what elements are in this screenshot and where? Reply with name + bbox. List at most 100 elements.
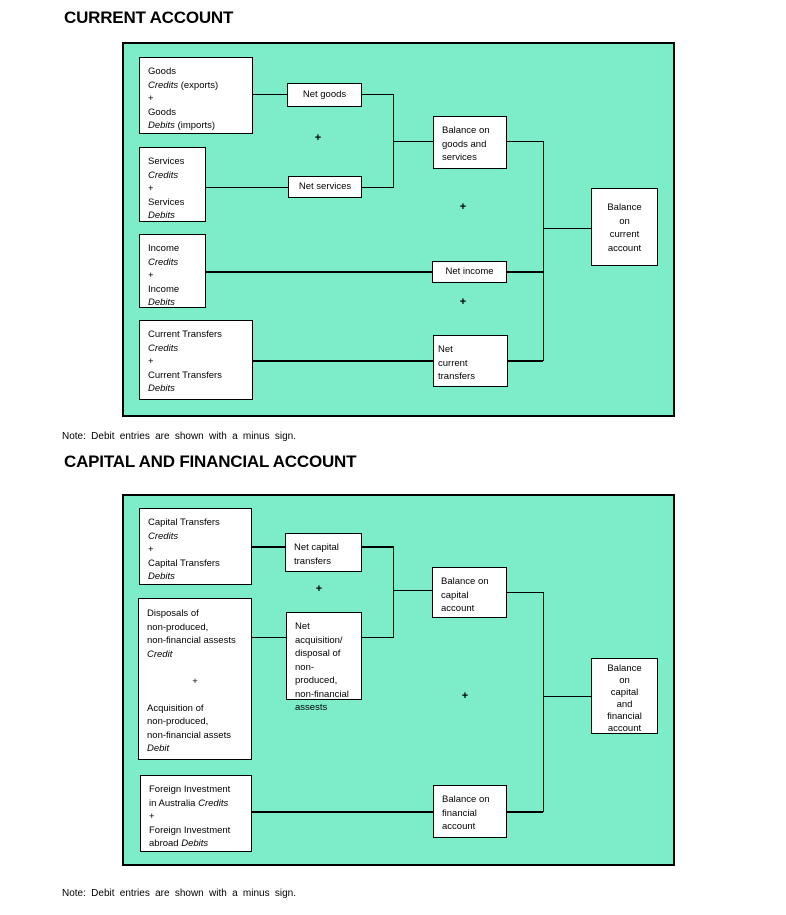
capital-transfers-source-box: Capital Transfers Credits + Capital Tran… — [139, 508, 252, 585]
connector-balance-fin-to-vertical — [507, 811, 543, 813]
net-goods-label: Net goods — [302, 89, 347, 101]
debits-label: Debits — [148, 120, 175, 131]
foreign-investment-source-box: Foreign Investment in Australia Credits … — [140, 775, 252, 852]
non-produced-label: non-produced, — [147, 716, 209, 727]
plus-sign: + — [314, 132, 322, 144]
box-line: non-produced, — [147, 715, 243, 729]
box-line: abroad Debits — [149, 837, 243, 851]
plus-sign: + — [459, 201, 467, 213]
credits-label: Credits — [148, 530, 179, 542]
income-label: Income — [148, 243, 180, 254]
net-income-label: Net income — [445, 266, 494, 278]
box-line: Debits — [148, 570, 243, 584]
net-services-label: Net services — [298, 181, 352, 193]
services-label: Services — [148, 156, 185, 167]
box-line: Capital Transfers — [148, 557, 243, 571]
box-line: in Australia Credits — [149, 797, 243, 811]
box-line: + — [148, 92, 244, 106]
balance-goods-services-box: Balance on goods and services — [433, 116, 507, 169]
box-line: Services — [148, 196, 197, 210]
plus-sign: + — [315, 583, 323, 595]
box-line: Foreign Investment — [149, 783, 243, 797]
box-line: Goods — [148, 106, 244, 120]
debits-label: Debits — [181, 838, 209, 849]
box-line: Credits — [148, 256, 197, 270]
goods-label: Goods — [148, 66, 176, 77]
debits-label: Debits — [148, 383, 175, 394]
credits-label: Credits — [148, 342, 179, 354]
connector-balance-gs-to-vertical — [507, 140, 543, 142]
box-line: + — [147, 675, 243, 689]
connector-balance-cap-to-vertical — [507, 591, 543, 593]
net-goods-box: Net goods — [287, 83, 362, 107]
current-account-note: Note: Debit entries are shown with a min… — [62, 431, 296, 442]
plus-label: + — [148, 270, 154, 281]
credit-label: Credit — [147, 648, 173, 660]
box-line: non-financial assets — [147, 729, 243, 743]
connector-capital-vertical — [392, 546, 394, 638]
box-line: Debits — [148, 209, 197, 223]
box-line: Debits (imports) — [148, 119, 244, 133]
connector-goods-to-netgoods — [253, 93, 287, 95]
goods-label: Goods — [148, 106, 176, 118]
disposals-label: Disposals of — [147, 608, 199, 619]
box-line: Foreign Investment — [149, 824, 243, 838]
current-account-title: CURRENT ACCOUNT — [64, 8, 234, 27]
box-line: Goods — [148, 65, 244, 79]
plus-label: + — [192, 675, 198, 687]
debit-label: Debit — [147, 743, 170, 754]
balance-capital-account-box: Balance on capital account — [432, 567, 507, 618]
box-line: + — [148, 355, 244, 369]
box-line: Credit — [147, 648, 243, 662]
connector-netcap-to-junction — [362, 546, 393, 548]
plus-label: + — [149, 811, 155, 822]
balance-financial-account-box: Balance on financial account — [433, 785, 507, 838]
box-line: non-produced, — [147, 621, 243, 635]
capital-financial-account-title: CAPITAL AND FINANCIAL ACCOUNT — [64, 452, 357, 471]
non-financial-assets-label: non-financial assests — [147, 635, 236, 646]
net-income-box: Net income — [432, 261, 507, 283]
box-line: + — [148, 543, 243, 557]
box-line: Income — [148, 242, 197, 256]
net-acquisition-disposal-box: Net acquisition/ disposal of non-produce… — [286, 612, 362, 713]
box-line: Current Transfers — [148, 369, 244, 383]
blank-line — [147, 661, 243, 675]
box-line: + — [148, 182, 197, 196]
debits-label: Debits — [148, 571, 175, 582]
box-line: Current Transfers — [148, 328, 244, 342]
capital-financial-account-note: Note: Debit entries are shown with a min… — [62, 888, 296, 899]
plus-label: + — [148, 93, 154, 104]
box-line: Income — [148, 283, 197, 297]
income-source-box: Income Credits + Income Debits — [139, 234, 206, 308]
current-transfers-label: Current Transfers — [148, 369, 222, 381]
connector-netgoods-to-junction — [362, 93, 393, 95]
box-line: Debits — [148, 382, 244, 396]
non-financial-assets-label: non-financial assets — [147, 729, 231, 741]
credits-label: Credits — [148, 256, 179, 268]
connector-junction-to-balance-cap — [393, 589, 432, 591]
plus-label: + — [148, 544, 154, 555]
net-current-transfers-box: Net current transfers — [433, 335, 508, 387]
connector-netincome-to-vertical — [507, 271, 543, 273]
abroad-label: abroad — [149, 838, 182, 849]
box-line: Debits — [148, 296, 197, 310]
connector-nettransfers-to-vertical — [508, 360, 543, 362]
box-line: Debit — [147, 742, 243, 756]
connector-netservices-to-junction — [362, 186, 393, 188]
capital-transfers-label: Capital Transfers — [148, 557, 220, 569]
debits-label: Debits — [148, 297, 175, 308]
foreign-investment-label: Foreign Investment — [149, 824, 231, 836]
connector-current-account-vertical — [542, 140, 544, 361]
balance-capital-financial-account-box: Balance on capital and financial account — [591, 658, 658, 734]
acquisition-label: Acquisition of — [147, 702, 204, 714]
in-australia-label: in Australia — [149, 797, 199, 809]
foreign-investment-label: Foreign Investment — [149, 784, 231, 795]
box-line: non-financial assests — [147, 634, 243, 648]
debits-label: Debits — [148, 210, 175, 221]
services-label: Services — [148, 196, 185, 208]
current-transfers-source-box: Current Transfers Credits + Current Tran… — [139, 320, 253, 400]
credits-label: Credits — [148, 79, 179, 91]
income-label: Income — [148, 283, 180, 295]
connector-junction-to-balance-gs — [393, 140, 433, 142]
